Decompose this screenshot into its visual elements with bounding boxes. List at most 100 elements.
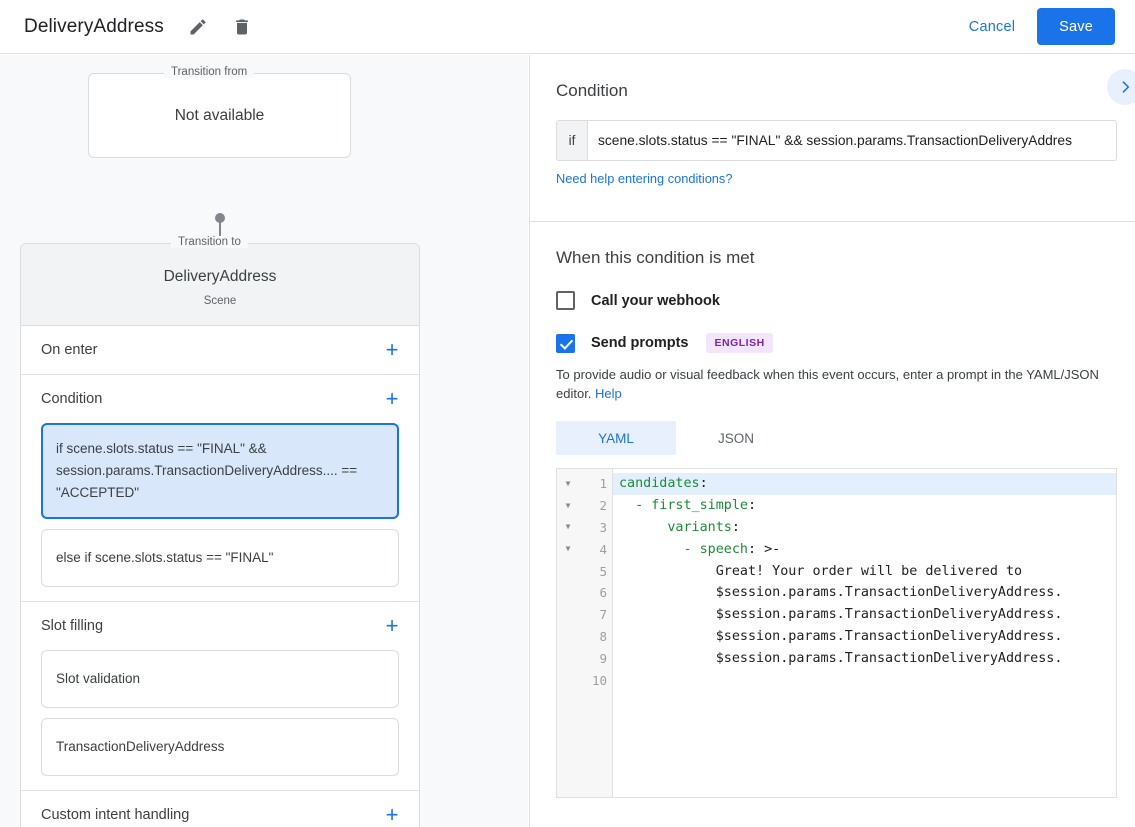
section-title: Condition bbox=[41, 391, 103, 407]
section-title: Custom intent handling bbox=[41, 807, 190, 823]
yaml-key: candidates bbox=[619, 476, 700, 492]
editor-line-number: ▼3 bbox=[557, 517, 612, 539]
section-header-condition: Condition + bbox=[21, 375, 419, 423]
send-prompts-checkbox-row[interactable]: Send prompts ENGLISH bbox=[556, 333, 1135, 353]
section-condition: Condition + if scene.slots.status == "FI… bbox=[21, 375, 419, 602]
slot-item-transaction-delivery-address[interactable]: TransactionDeliveryAddress bbox=[41, 718, 399, 776]
yaml-key: - speech bbox=[619, 541, 748, 557]
line-number: 10 bbox=[591, 672, 607, 688]
editor-code-line[interactable]: $session.params.TransactionDeliveryAddre… bbox=[613, 604, 1116, 626]
condition-if-label: if bbox=[557, 121, 588, 160]
transition-to-legend: Transition to bbox=[171, 236, 248, 248]
editor-code-line[interactable]: - speech: >- bbox=[613, 538, 1116, 560]
line-number: 4 bbox=[599, 541, 607, 557]
condition-panel: Condition if scene.slots.status == "FINA… bbox=[530, 55, 1135, 222]
editor-code-area[interactable]: candidates: - first_simple: variants: - … bbox=[613, 469, 1116, 797]
transition-from-value: Not available bbox=[174, 107, 265, 124]
transition-to-title: DeliveryAddress bbox=[163, 268, 277, 285]
fold-triangle-icon[interactable]: ▼ bbox=[565, 544, 571, 554]
transition-to-header: Transition to DeliveryAddress Scene bbox=[21, 236, 419, 326]
slot-validation-item[interactable]: Slot validation bbox=[41, 650, 399, 708]
section-title: On enter bbox=[41, 342, 98, 358]
section-on-enter: On enter + bbox=[21, 326, 419, 375]
fold-triangle-icon[interactable]: ▼ bbox=[565, 478, 571, 488]
editor-code-line[interactable]: Great! Your order will be delivered to bbox=[613, 560, 1116, 582]
section-header-custom-intent-handling: Custom intent handling + bbox=[21, 791, 419, 827]
send-prompts-checkbox[interactable] bbox=[556, 333, 575, 353]
page-title: DeliveryAddress bbox=[24, 15, 164, 37]
webhook-checkbox-row[interactable]: Call your webhook bbox=[556, 291, 1135, 310]
section-slot-filling: Slot filling + Slot validation Transacti… bbox=[21, 602, 419, 791]
yaml-value: $session.params.TransactionDeliveryAddre… bbox=[619, 585, 1063, 601]
transition-to-subtitle: Scene bbox=[203, 295, 237, 307]
editor-line-number: 10 bbox=[557, 669, 612, 691]
line-number: 7 bbox=[599, 607, 607, 623]
editor-code-line[interactable]: - first_simple: bbox=[613, 495, 1116, 517]
editor-code-line[interactable]: candidates: bbox=[613, 473, 1116, 495]
editor-format-tabs: YAML JSON bbox=[556, 421, 1135, 455]
condition-panel-heading: Condition bbox=[556, 81, 628, 100]
yaml-value: $session.params.TransactionDeliveryAddre… bbox=[619, 650, 1063, 666]
main-body: Transition from Not available Transition… bbox=[0, 55, 1135, 827]
condition-item[interactable]: else if scene.slots.status == "FINAL" bbox=[41, 529, 399, 587]
prompts-hint-body: To provide audio or visual feedback when… bbox=[556, 367, 1099, 401]
add-slot-filling-button[interactable]: + bbox=[385, 613, 399, 638]
line-number: 9 bbox=[599, 650, 607, 666]
editor-code-line[interactable]: $session.params.TransactionDeliveryAddre… bbox=[613, 582, 1116, 604]
prompts-hint-text: To provide audio or visual feedback when… bbox=[556, 365, 1117, 403]
editor-line-number: 9 bbox=[557, 647, 612, 669]
when-condition-met-heading: When this condition is met bbox=[556, 248, 755, 267]
editor-line-number: ▼1 bbox=[557, 473, 612, 495]
yaml-key: - first_simple bbox=[619, 498, 748, 514]
cancel-button[interactable]: Cancel bbox=[957, 11, 1027, 43]
editor-code-line[interactable]: $session.params.TransactionDeliveryAddre… bbox=[613, 626, 1116, 648]
section-custom-intent-handling: Custom intent handling + bbox=[21, 791, 419, 827]
transition-from-card: Transition from Not available bbox=[88, 66, 351, 158]
fold-triangle-icon[interactable]: ▼ bbox=[565, 500, 571, 510]
fold-triangle-icon[interactable]: ▼ bbox=[565, 522, 571, 532]
prompts-help-link[interactable]: Help bbox=[595, 386, 622, 401]
tab-yaml[interactable]: YAML bbox=[556, 421, 676, 455]
add-condition-button[interactable]: + bbox=[385, 386, 399, 411]
line-number: 8 bbox=[599, 628, 607, 644]
yaml-value: : bbox=[699, 476, 708, 492]
condition-expression-input[interactable]: scene.slots.status == "FINAL" && session… bbox=[598, 133, 1072, 148]
save-button[interactable]: Save bbox=[1037, 8, 1115, 45]
editor-line-number: ▼4 bbox=[557, 538, 612, 560]
editor-line-number: 6 bbox=[557, 582, 612, 604]
trash-icon-glyph bbox=[235, 19, 248, 34]
line-number: 2 bbox=[599, 498, 607, 514]
transition-from-legend: Transition from bbox=[164, 66, 255, 78]
left-panel: Transition from Not available Transition… bbox=[0, 55, 528, 827]
condition-item-selected[interactable]: if scene.slots.status == "FINAL" && sess… bbox=[41, 423, 399, 519]
trash-icon[interactable] bbox=[226, 11, 258, 43]
call-webhook-checkbox[interactable] bbox=[556, 291, 575, 310]
add-on-enter-button[interactable]: + bbox=[385, 337, 399, 362]
editor-line-number: 8 bbox=[557, 626, 612, 648]
pencil-icon[interactable] bbox=[182, 11, 214, 43]
add-custom-intent-button[interactable]: + bbox=[385, 802, 399, 827]
line-number: 5 bbox=[599, 563, 607, 579]
line-number: 3 bbox=[599, 519, 607, 535]
editor-code-line[interactable]: variants: bbox=[613, 517, 1116, 539]
send-prompts-label: Send prompts bbox=[591, 335, 689, 351]
line-number: 1 bbox=[599, 476, 607, 492]
condition-help-link[interactable]: Need help entering conditions? bbox=[556, 171, 733, 186]
tab-json[interactable]: JSON bbox=[717, 430, 754, 446]
condition-expression-field[interactable]: if scene.slots.status == "FINAL" && sess… bbox=[556, 120, 1117, 161]
chevron-right-icon[interactable] bbox=[1107, 69, 1135, 105]
yaml-value: $session.params.TransactionDeliveryAddre… bbox=[619, 607, 1063, 623]
section-body-slot-filling: Slot validation TransactionDeliveryAddre… bbox=[21, 650, 419, 790]
section-header-slot-filling: Slot filling + bbox=[21, 602, 419, 650]
yaml-value: : bbox=[748, 498, 757, 514]
chevron-right-icon-glyph bbox=[1122, 81, 1130, 93]
editor-code-line[interactable] bbox=[613, 669, 1116, 691]
section-title: Slot filling bbox=[41, 618, 104, 634]
when-condition-met-panel: When this condition is met Call your web… bbox=[530, 222, 1135, 798]
editor-line-number: ▼2 bbox=[557, 495, 612, 517]
section-header-on-enter: On enter + bbox=[21, 326, 419, 374]
transition-to-card: Transition to DeliveryAddress Scene On e… bbox=[20, 236, 420, 827]
editor-code-line[interactable]: $session.params.TransactionDeliveryAddre… bbox=[613, 647, 1116, 669]
